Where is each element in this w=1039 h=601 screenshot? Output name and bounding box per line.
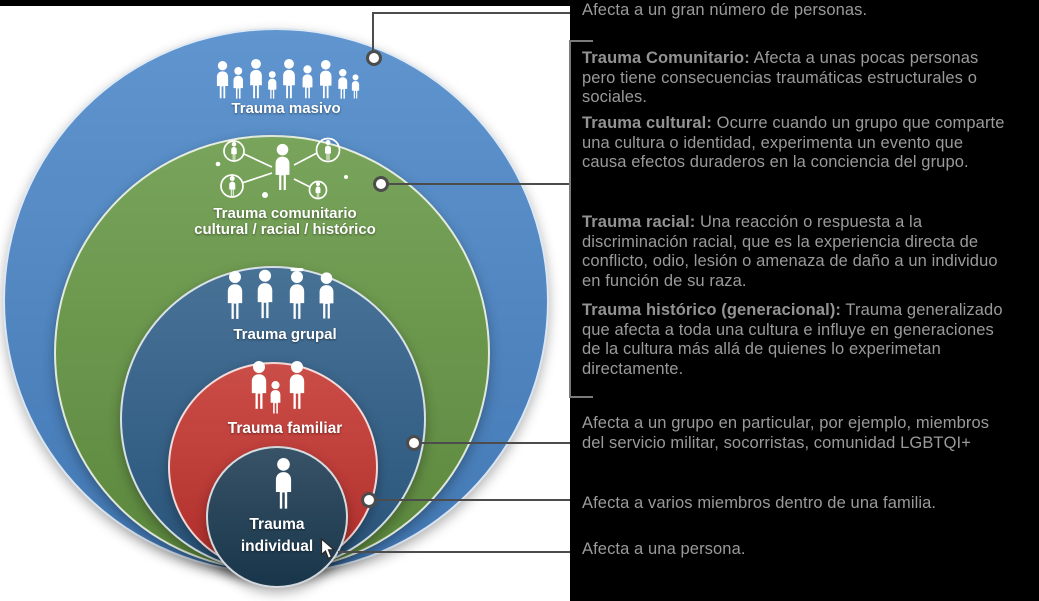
note-trauma-cultural-lead: Trauma cultural: <box>582 114 712 132</box>
note-trauma-comunitario-body: Afecta a unas pocas personas pero tiene … <box>582 49 979 106</box>
connector-familiar <box>369 499 572 501</box>
connector-comunitario-dot <box>373 176 389 192</box>
community-network-icon <box>215 137 348 200</box>
note-trauma-cultural-body: Ocurre cuando un grupo que comparte una … <box>582 114 1005 171</box>
label-trauma-grupal: Trauma grupal <box>233 326 337 343</box>
single-person-icon <box>275 458 292 509</box>
definitions-bracket-tick-bottom <box>569 396 593 398</box>
connector-individual <box>338 551 572 553</box>
connector-masivo-dot <box>366 50 382 66</box>
note-trauma-racial-body: Una reacción o respuesta a la discrimina… <box>582 213 998 290</box>
ring-trauma-individual <box>206 446 348 588</box>
connector-comunitario <box>381 183 572 185</box>
connector-grupal-dot <box>406 435 422 451</box>
note-trauma-racial-lead: Trauma racial: <box>582 213 696 231</box>
note-trauma-historico: Trauma histórico (generacional): Trauma … <box>582 301 1012 379</box>
note-masivo: Afecta a un gran número de personas. <box>582 1 1012 21</box>
note-familiar-body: Afecta a varios miembros dentro de una f… <box>582 494 937 512</box>
note-individual: Afecta a una persona. <box>582 540 1012 560</box>
connector-grupal <box>414 442 572 444</box>
connector-masivo-vertical <box>372 12 374 59</box>
top-crop-bar <box>0 0 570 6</box>
note-trauma-cultural: Trauma cultural: Ocurre cuando un grupo … <box>582 114 1012 173</box>
label-trauma-individual-line1: Trauma <box>249 516 305 533</box>
note-trauma-historico-lead: Trauma histórico (generacional): <box>582 301 842 319</box>
note-trauma-racial: Trauma racial: Una reacción o respuesta … <box>582 213 1012 291</box>
mouse-cursor-icon <box>320 538 336 560</box>
definitions-bracket-vertical <box>569 40 571 398</box>
note-masivo-body: Afecta a un gran número de personas. <box>582 1 868 19</box>
family-icon <box>251 361 305 414</box>
label-trauma-comunitario-line2: cultural / racial / histórico <box>194 221 376 238</box>
crowd-icon <box>216 59 360 99</box>
connector-masivo-horizontal <box>372 12 572 14</box>
label-trauma-individual: Trauma individual <box>197 514 357 558</box>
definitions-bracket-tick-top <box>569 40 593 42</box>
note-individual-body: Afecta a una persona. <box>582 540 746 558</box>
label-trauma-masivo: Trauma masivo <box>231 100 341 117</box>
note-trauma-comunitario: Trauma Comunitario: Afecta a unas pocas … <box>582 49 1012 108</box>
label-trauma-comunitario-line1: Trauma comunitario <box>213 205 357 222</box>
connector-familiar-dot <box>361 492 377 508</box>
note-trauma-comunitario-lead: Trauma Comunitario: <box>582 49 750 67</box>
label-trauma-individual-line2: individual <box>240 538 314 555</box>
note-familiar: Afecta a varios miembros dentro de una f… <box>582 494 1012 514</box>
group-people-icon <box>227 268 334 319</box>
note-grupal: Afecta a un grupo en particular, por eje… <box>582 414 1012 453</box>
label-trauma-familiar: Trauma familiar <box>227 420 343 437</box>
note-grupal-body: Afecta a un grupo en particular, por eje… <box>582 414 990 452</box>
note-trauma-historico-body: Trauma generalizado que afecta a toda un… <box>582 301 1003 378</box>
label-trauma-comunitario: Trauma comunitario cultural / racial / h… <box>135 206 435 238</box>
definitions-panel: Afecta a un gran número de personas. Tra… <box>570 0 1039 601</box>
